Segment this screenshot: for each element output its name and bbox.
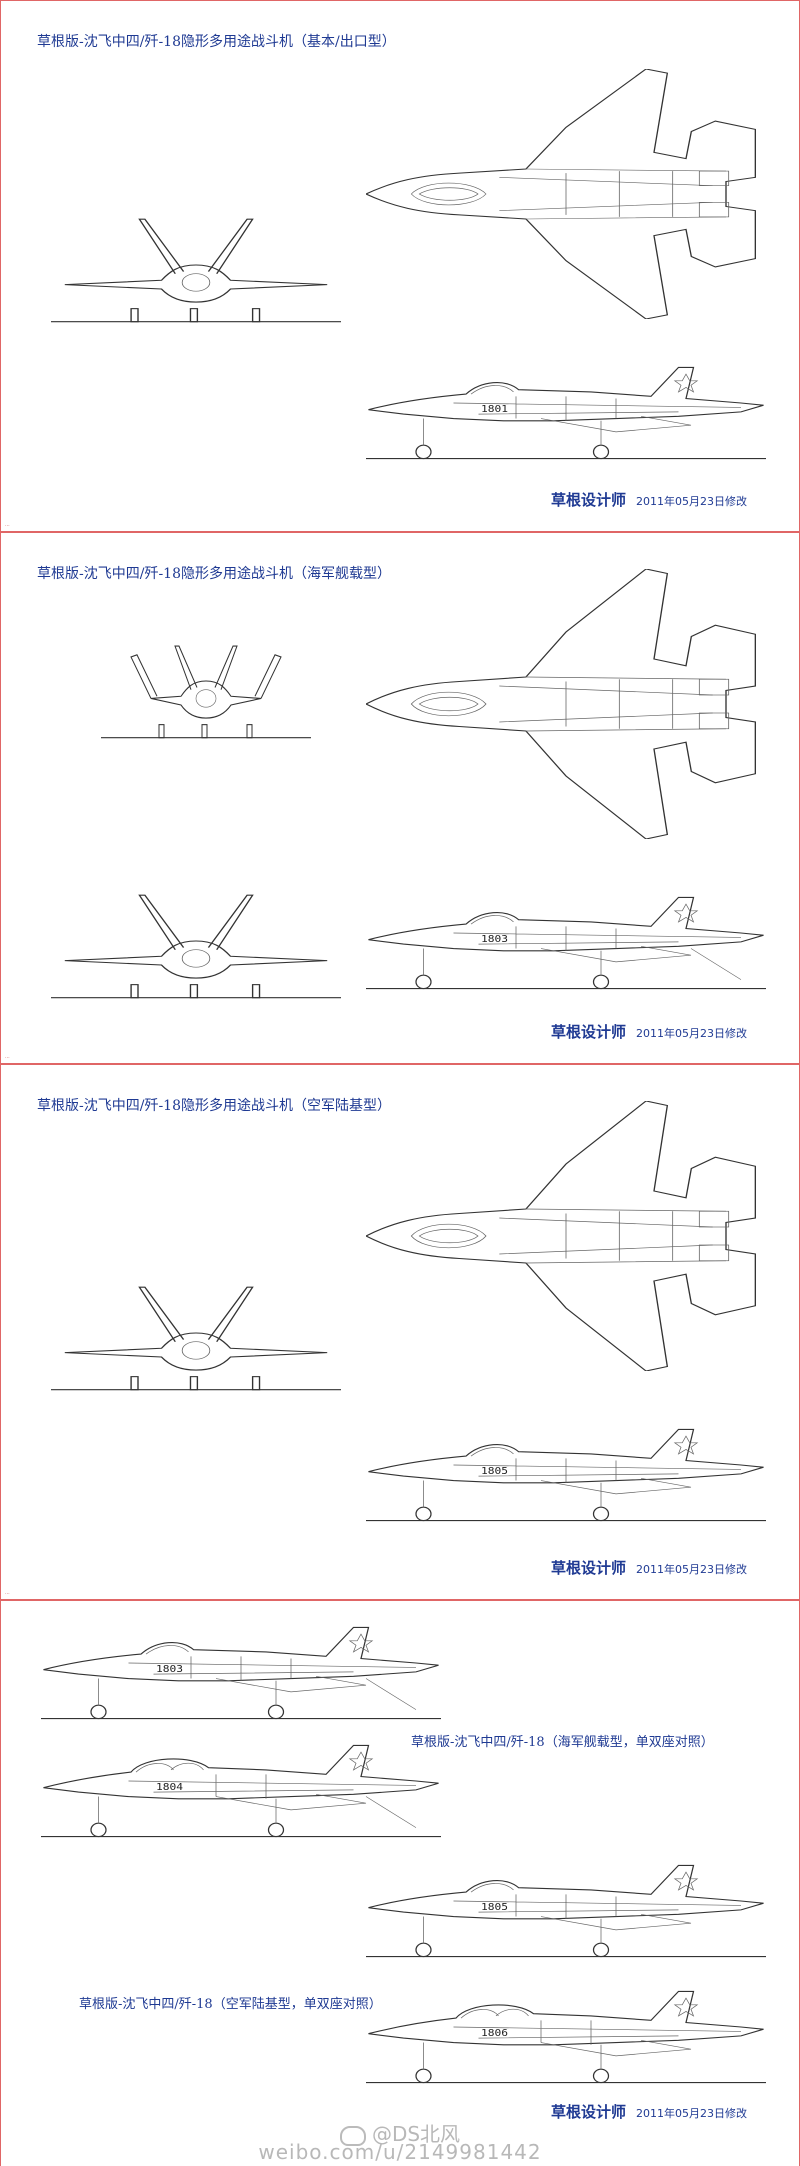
tail-number: 1803	[481, 932, 508, 944]
designer-signature: 草根设计师 2011年05月23日修改	[551, 1557, 747, 1578]
front-view-drawing	[51, 1285, 341, 1405]
front-view-drawing	[51, 217, 341, 337]
naval-two-seat-side-view: 1804	[41, 1741, 441, 1841]
naval-comparison-caption: 草根版-沈飞中四/歼-18（海军舰载型，单双座对照）	[411, 1735, 714, 1750]
top-view-drawing	[366, 569, 766, 839]
revision-date: 2011年05月23日修改	[636, 495, 747, 508]
air-comparison-caption: 草根版-沈飞中四/歼-18（空军陆基型，单双座对照）	[79, 1997, 382, 2012]
top-view-drawing	[366, 1101, 766, 1371]
signature-name: 草根设计师	[550, 1559, 626, 1577]
revision-date: 2011年05月23日修改	[636, 2107, 747, 2120]
footer-note: ···	[5, 523, 10, 529]
footer-note: ···	[5, 1055, 10, 1061]
footer-note: ···	[5, 1591, 10, 1597]
revision-date: 2011年05月23日修改	[636, 1027, 747, 1040]
tail-number: 1805	[481, 1900, 508, 1912]
tail-number: 1805	[481, 1464, 508, 1476]
designer-signature: 草根设计师 2011年05月23日修改	[551, 2101, 747, 2122]
tail-number: 1804	[156, 1780, 183, 1792]
top-view-drawing	[366, 69, 766, 319]
revision-date: 2011年05月23日修改	[636, 1563, 747, 1576]
front-view-folded-drawing	[101, 633, 311, 753]
designer-signature: 草根设计师 2011年05月23日修改	[551, 1021, 747, 1042]
designer-signature: 草根设计师 2011年05月23日修改	[551, 489, 747, 510]
panel-title: 草根版-沈飞中四/歼-18隐形多用途战斗机（海军舰载型）	[37, 566, 391, 582]
signature-name: 草根设计师	[550, 1023, 626, 1041]
weibo-url-watermark: weibo.com/u/2149981442	[258, 2140, 542, 2164]
weibo-logo-icon	[339, 2125, 366, 2146]
air-two-seat-side-view: 1806	[366, 1987, 766, 2087]
tail-number: 1806	[481, 2026, 508, 2038]
watermark-handle: @DS北风	[371, 2122, 461, 2146]
signature-name: 草根设计师	[550, 491, 626, 509]
side-view-drawing: 1801	[366, 363, 766, 463]
weibo-handle-watermark: @DS北风	[0, 2118, 800, 2147]
panel-basic: 草根版-沈飞中四/歼-18隐形多用途战斗机（基本/出口型） 1801 草根设计师…	[0, 0, 800, 532]
front-view-drawing	[51, 893, 341, 1013]
panel-title: 草根版-沈飞中四/歼-18隐形多用途战斗机（基本/出口型）	[37, 34, 396, 50]
panel-comparison: 1803 草根版-沈飞中四/歼-18（海军舰载型，单双座对照） 1804 180…	[0, 1600, 800, 2166]
panel-title: 草根版-沈飞中四/歼-18隐形多用途战斗机（空军陆基型）	[37, 1098, 391, 1114]
side-view-drawing: 1803	[366, 893, 766, 993]
naval-single-seat-side-view: 1803	[41, 1623, 441, 1723]
tail-number: 1801	[481, 402, 508, 414]
tail-number: 1803	[156, 1662, 183, 1674]
side-view-drawing: 1805	[366, 1425, 766, 1525]
air-single-seat-side-view: 1805	[366, 1861, 766, 1961]
panel-naval: 草根版-沈飞中四/歼-18隐形多用途战斗机（海军舰载型） 1803 草根设计师 2…	[0, 532, 800, 1064]
signature-name: 草根设计师	[550, 2103, 626, 2121]
panel-air-force: 草根版-沈飞中四/歼-18隐形多用途战斗机（空军陆基型） 1805 草根设计师 2…	[0, 1064, 800, 1600]
